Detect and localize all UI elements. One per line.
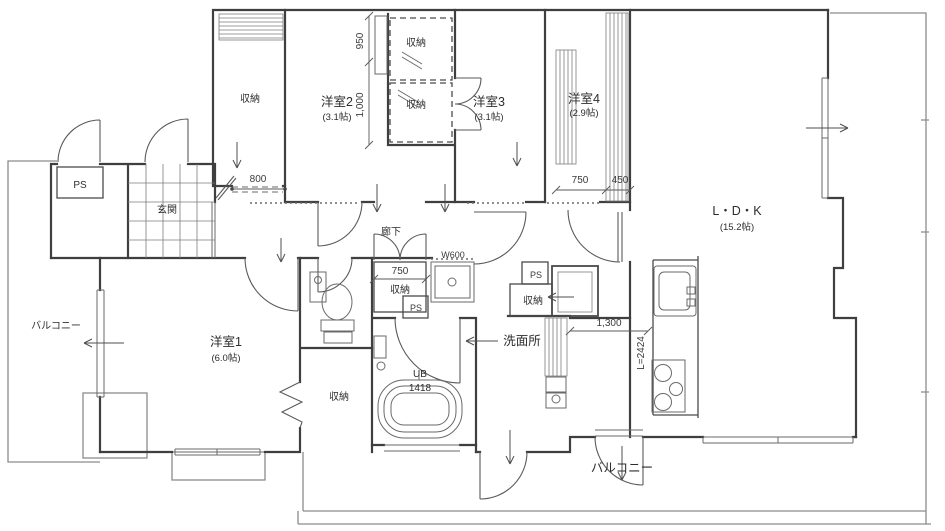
balcony-step bbox=[171, 451, 266, 481]
dimension-lines bbox=[230, 11, 653, 336]
balcony-bottom-label: バルコニー bbox=[591, 461, 653, 475]
washer-label: W600 bbox=[441, 250, 465, 260]
exterior-and-partition-walls bbox=[49, 8, 858, 454]
room-label-bedroom3: 洋室3 bbox=[473, 94, 505, 109]
toilet-fixture bbox=[309, 271, 355, 344]
labels: 収納 洋室2 (3.1帖) 収納 収納 洋室3 (3.1帖) 洋室4 (2.9帖… bbox=[31, 36, 762, 475]
bedroom1-closet-label: 収納 bbox=[329, 390, 349, 403]
hall-closet-box bbox=[373, 261, 427, 313]
central-closets bbox=[373, 15, 453, 319]
kitchen-balcony-door bbox=[594, 436, 644, 486]
room-label-bedroom2: 洋室2 bbox=[321, 94, 353, 109]
dim-closet-depth: 950 bbox=[355, 32, 366, 49]
balcony-equipment-pad bbox=[82, 392, 148, 459]
dim-kitchen-counter: L=2424 bbox=[636, 336, 647, 370]
hall-closet-doors bbox=[373, 233, 427, 261]
dim-kitchen-pass: 1,300 bbox=[596, 318, 621, 329]
kitchen-door-threshold bbox=[595, 429, 643, 437]
hatch-areas bbox=[218, 12, 629, 377]
dimension-labels: 800 950 1,000 750 450 750 1,300 L=2424 bbox=[250, 32, 647, 370]
washroom-balcony-door bbox=[479, 451, 528, 500]
sliding-door-tracks bbox=[232, 186, 600, 260]
corridor-label: 廊下 bbox=[381, 225, 401, 238]
hall-closet-label: 収納 bbox=[390, 283, 410, 296]
closet-topleft-label: 収納 bbox=[240, 92, 260, 105]
bedroom1-door bbox=[244, 257, 299, 312]
room-size-bedroom4: (2.9帖) bbox=[569, 107, 598, 119]
balcony-left-label: バルコニー bbox=[31, 320, 81, 332]
bedroom2-door bbox=[317, 201, 363, 247]
entry-closet-sliding-door bbox=[232, 186, 283, 193]
dim-hall-closet: 750 bbox=[392, 266, 409, 277]
ldk-east-window bbox=[821, 77, 829, 199]
bedroom3-closet-doors bbox=[454, 77, 482, 131]
closet-c2-label: 収納 bbox=[406, 98, 426, 111]
washroom-door bbox=[473, 211, 527, 265]
ps-door bbox=[57, 119, 101, 163]
washroom-ps-label: PS bbox=[530, 270, 542, 280]
bath-label: UB bbox=[413, 369, 427, 380]
kitchen-counter bbox=[651, 256, 699, 418]
room-size-bedroom1: (6.0帖) bbox=[211, 352, 240, 364]
bathtub bbox=[373, 335, 463, 439]
meter-box-door bbox=[144, 118, 189, 163]
dim-room4-a: 750 bbox=[572, 175, 589, 186]
closet-c1-label: 収納 bbox=[406, 36, 426, 49]
bath-window bbox=[384, 444, 460, 452]
bath-size-label: 1418 bbox=[409, 383, 432, 394]
ldk-door bbox=[567, 209, 623, 263]
dim-entry-slider: 800 bbox=[250, 174, 267, 185]
entrance-door bbox=[215, 175, 237, 201]
washroom-closet-label: 収納 bbox=[523, 294, 543, 307]
washer-pan bbox=[430, 261, 475, 303]
balcony-outlines bbox=[7, 12, 931, 525]
ps-box-left bbox=[56, 166, 104, 199]
washroom-ps-closet-boxes bbox=[509, 261, 553, 317]
vanity-basin bbox=[545, 376, 567, 409]
hall-ps-label: PS bbox=[410, 303, 422, 313]
dim-room4-b: 450 bbox=[612, 175, 629, 186]
ldk-south-window bbox=[702, 436, 854, 444]
bedroom1-closet-folding-door bbox=[278, 381, 304, 429]
genkan-label: 玄関 bbox=[157, 203, 177, 216]
bedroom1-south-window bbox=[174, 448, 261, 456]
bath-door bbox=[394, 317, 461, 384]
room-label-bedroom4: 洋室4 bbox=[568, 91, 600, 106]
kitchen-sink bbox=[653, 265, 697, 317]
hall-ps-box bbox=[402, 295, 429, 319]
room-size-bedroom3: (3.1帖) bbox=[474, 111, 503, 123]
toilet-door bbox=[317, 257, 353, 293]
room-size-ldk: (15.2帖) bbox=[720, 221, 754, 233]
room-label-ldk: L・D・K bbox=[712, 204, 762, 218]
washroom-label: 洗面所 bbox=[503, 334, 541, 348]
opening-direction-arrows bbox=[83, 123, 849, 481]
room-label-bedroom1: 洋室1 bbox=[210, 334, 242, 349]
refrigerator-space bbox=[551, 265, 599, 317]
door-swings bbox=[57, 77, 644, 500]
room-size-bedroom2: (3.1帖) bbox=[322, 111, 351, 123]
genkan-tile-grid bbox=[128, 164, 215, 258]
kitchen-stove bbox=[651, 359, 686, 413]
dim-closet-width: 1,000 bbox=[355, 92, 366, 117]
ps-left-label: PS bbox=[73, 180, 87, 191]
